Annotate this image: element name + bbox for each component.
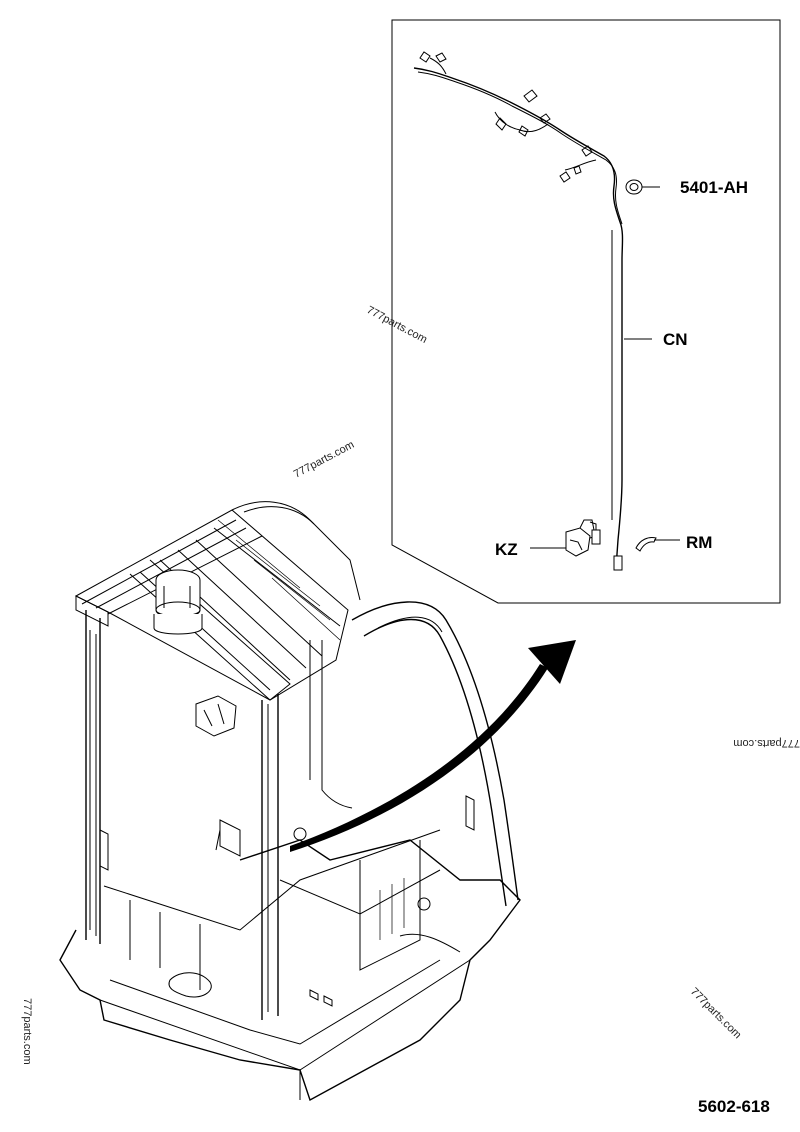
watermark-right-edge: 777parts.com — [733, 737, 800, 749]
callout-clip: RM — [686, 533, 712, 552]
watermark-bottom-right: 777parts.com — [688, 986, 744, 1042]
callout-harness: CN — [663, 330, 688, 349]
overhead-guard-icon — [59, 501, 521, 1102]
wire-harness-icon — [413, 51, 624, 571]
detail-inset: 5401-AH CN KZ RM 777parts.com — [365, 19, 781, 604]
clip-icon — [635, 537, 680, 552]
watermark-bottom-left: 777parts.com — [21, 998, 33, 1065]
callout-connector: KZ — [495, 540, 518, 559]
beacon-icon — [153, 569, 203, 635]
connector-icon — [530, 519, 601, 557]
callout-grommet: 5401-AH — [680, 178, 748, 197]
grommet-icon — [625, 179, 660, 195]
watermark-mid-left: 777parts.com — [292, 439, 356, 481]
curved-arrow-icon — [290, 640, 576, 852]
drawing-number: 5602-618 — [698, 1097, 770, 1116]
